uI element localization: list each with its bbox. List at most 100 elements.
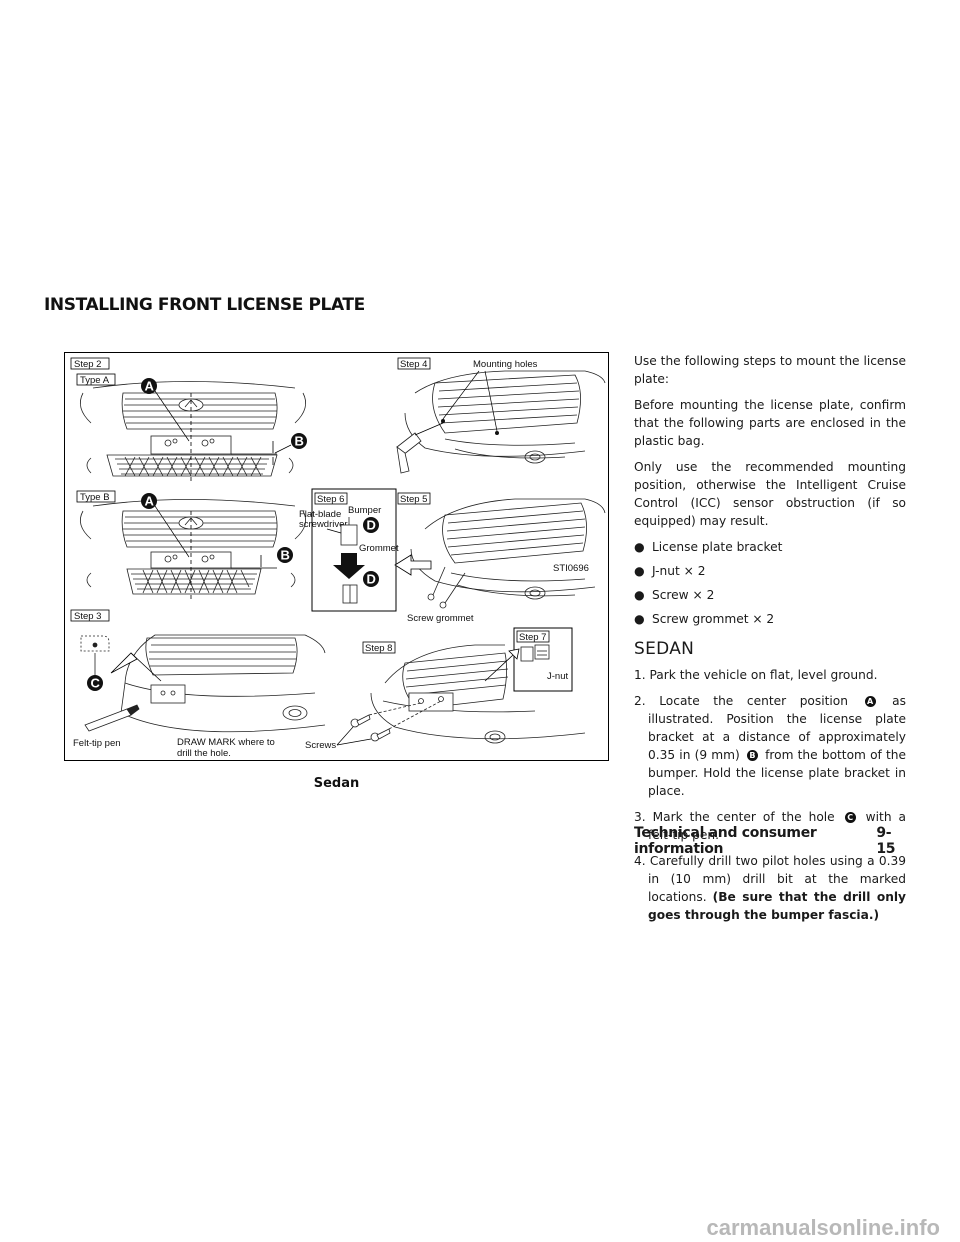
leader-a-1: [154, 390, 190, 442]
plate-bracket-a: [164, 438, 215, 447]
page-footer: Technical and consumer information 9-15: [634, 825, 906, 857]
step-4-warning: (Be sure that the drill only goes throug…: [648, 890, 906, 922]
steps-list: 1. Park the vehicle on flat, level groun…: [634, 666, 906, 924]
screw-grommets-step5: [427, 566, 466, 609]
figure-caption: Sedan: [313, 776, 360, 791]
drill-drawing: [396, 422, 444, 474]
bumper-step4: [404, 370, 606, 464]
type-b-box: [76, 490, 116, 503]
figure-id: STI0696: [553, 563, 589, 574]
callout-b-1: [291, 433, 307, 449]
watermark: carmanualsonline.info: [706, 1215, 941, 1240]
leader-hole-1: [442, 370, 480, 420]
draw-mark-label-2: drill the hole.: [177, 748, 231, 759]
step8-label: Step 8: [365, 643, 392, 654]
callout-b-2-text: B: [281, 548, 290, 563]
grommet-drawing: [326, 517, 358, 546]
j-nut-label: J-nut: [547, 671, 568, 682]
bumper-label: Bumper: [348, 505, 381, 516]
step3-arrow: [110, 652, 138, 674]
step4-box: [397, 357, 431, 370]
callout-a-1-text: A: [145, 379, 155, 394]
callout-b-2: [277, 547, 293, 563]
callout-a-2: [141, 493, 157, 509]
list-item: ●License plate bracket: [634, 540, 783, 554]
step-4: 4. Carefully drill two pilot holes using…: [634, 854, 906, 922]
callout-a-2-text: A: [145, 494, 155, 509]
step-2: 2. Locate the center position A as illus…: [634, 694, 906, 798]
screw-grommet-label: Screw grommet: [407, 613, 474, 624]
callout-c-text: C: [91, 676, 101, 691]
step7-label: Step 7: [519, 632, 546, 643]
mounting-hole-2: [495, 431, 499, 435]
screws-drawing: [350, 700, 442, 742]
draw-mark-label-1: DRAW MARK where to: [177, 737, 275, 748]
grille-type-a: [79, 381, 307, 477]
grommet-installed-drawing: [342, 584, 358, 604]
step6-box: [314, 492, 348, 505]
list-item: ●J-nut × 2: [634, 564, 706, 578]
callout-c: [87, 675, 103, 691]
step3-arrow-tail: [130, 652, 162, 682]
type-a-label: Type A: [80, 375, 110, 386]
bullet-icon: ●: [634, 540, 645, 554]
bullet-icon: ●: [634, 564, 645, 578]
flat-blade-label-2: screwdriver: [299, 519, 348, 530]
flat-blade-label-1: Flat-blade: [299, 509, 341, 520]
leader-screw-1: [336, 726, 354, 746]
subheading-sedan: SEDAN: [634, 639, 695, 659]
step4-label: Step 4: [400, 359, 427, 370]
section-title: INSTALLING FRONT LICENSE PLATE: [44, 295, 365, 315]
mounting-hole-1: [441, 419, 445, 423]
bumper-step5: [410, 498, 606, 600]
intro-paragraph-2: Before mounting the license plate, confi…: [634, 398, 906, 448]
type-b-label: Type B: [80, 492, 110, 503]
callout-a-1: [141, 378, 157, 394]
callout-b-1-text: B: [295, 434, 304, 449]
intro-paragraph-3: Only use the recommended mounting positi…: [634, 460, 906, 528]
step-3: 3. Mark the center of the hole C with a …: [634, 810, 907, 842]
leader-screw-2: [336, 738, 372, 746]
grommet-label: Grommet: [359, 543, 399, 554]
leader-hole-2: [484, 370, 498, 432]
step7-arrow: [484, 648, 520, 682]
step5-box: [397, 492, 431, 505]
plate-bracket-b: [164, 554, 215, 563]
callout-d-1: [363, 517, 379, 533]
bullet-icon: ●: [634, 612, 645, 626]
screws-label: Screws: [305, 740, 336, 751]
ref-a-icon: A: [864, 696, 876, 707]
instructions-column: Use the following steps to mount the lic…: [634, 352, 906, 932]
bumper-step8: [370, 644, 586, 744]
step3-box: [70, 609, 110, 622]
callout-d-2-text: D: [367, 572, 376, 587]
step2-label: Step 2: [74, 359, 101, 370]
leader-a-2: [154, 505, 190, 558]
step6-label: Step 6: [317, 494, 344, 505]
callout-d-2: [363, 571, 379, 587]
bumper-step3: [80, 634, 326, 733]
step2-box: [70, 357, 110, 370]
intro-paragraph-1: Use the following steps to mount the lic…: [634, 354, 906, 386]
step5-label: Step 5: [400, 494, 427, 505]
list-item: ●Screw × 2: [634, 588, 715, 602]
list-item: ●Screw grommet × 2: [634, 612, 775, 626]
leader-b-1: [274, 444, 292, 454]
type-a-box: [76, 373, 116, 386]
mounting-holes-label: Mounting holes: [473, 359, 538, 370]
ref-b-icon: B: [746, 750, 758, 761]
step3-label: Step 3: [74, 611, 101, 622]
ref-c-icon: C: [844, 812, 856, 823]
diagram-svg: Step 2 Type A: [70, 357, 606, 759]
j-nut-drawing: [520, 644, 550, 662]
step-1: 1. Park the vehicle on flat, level groun…: [634, 668, 878, 682]
parts-list: ●License plate bracket ●J-nut × 2 ●Screw…: [634, 538, 906, 628]
felt-tip-pen-label: Felt-tip pen: [73, 738, 121, 749]
felt-tip-pen-drawing: [84, 704, 140, 732]
step8-box: [362, 641, 396, 654]
step5-arrow: [394, 554, 432, 576]
step7-box: [516, 630, 550, 643]
step6-down-arrow: [333, 553, 365, 579]
bullet-icon: ●: [634, 588, 645, 602]
footer-chapter: Technical and consumer information: [634, 825, 817, 857]
